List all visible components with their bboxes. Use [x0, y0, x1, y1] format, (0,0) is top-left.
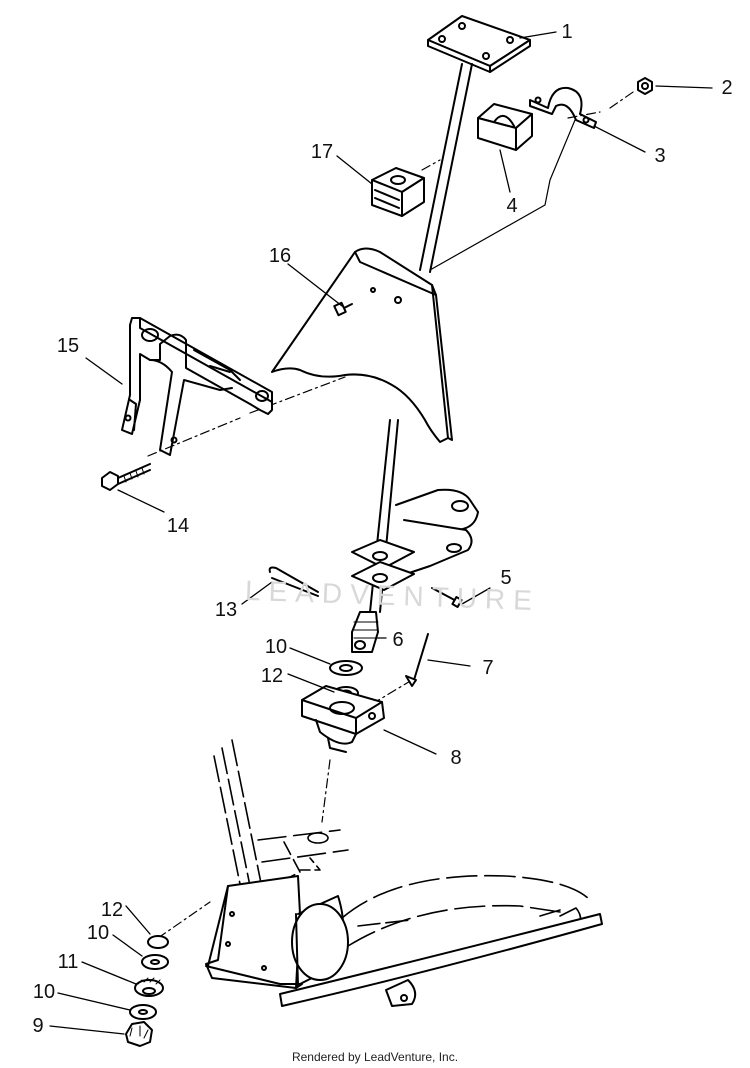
callout-3: 3 [654, 145, 666, 167]
part-7-screw [405, 633, 429, 687]
part-13-cotter-pin [268, 566, 319, 597]
part-8-bearing-flange [301, 685, 385, 753]
callout-10-upper: 10 [264, 636, 288, 658]
part-10-lower-washer-a [141, 954, 169, 970]
callout-12-lower: 12 [100, 899, 124, 921]
part-11-lower-bearing [134, 977, 164, 997]
callout-10-lower-b: 10 [32, 981, 56, 1003]
part-3-clamp [529, 86, 597, 129]
front-axle-beam [279, 913, 603, 1007]
part-14-bolt [101, 463, 151, 491]
part-10-lower-washer-b [129, 1004, 157, 1020]
leader-lines [49, 31, 713, 1035]
part-5-pin [431, 587, 463, 608]
footer-credit: Rendered by LeadVenture, Inc. [291, 1050, 459, 1064]
callout-1: 1 [561, 21, 573, 43]
callout-14: 14 [166, 515, 190, 537]
callout-2: 2 [721, 77, 733, 99]
part-15-bracket [121, 317, 273, 456]
axle-housing [205, 875, 349, 989]
callout-11: 11 [57, 951, 79, 973]
callout-4: 4 [506, 195, 518, 217]
callout-15: 15 [56, 335, 80, 357]
part-12-lower-spacer [147, 935, 169, 949]
callout-9: 9 [32, 1015, 44, 1037]
part-16-screw [333, 301, 353, 317]
callout-16: 16 [268, 245, 292, 267]
part-6-u-joint [351, 611, 379, 653]
callout-8: 8 [450, 747, 462, 769]
callout-6: 6 [392, 629, 404, 651]
shaft-support-bracket [351, 488, 479, 591]
callout-7: 7 [482, 657, 494, 679]
part-1-top-plate [427, 15, 531, 73]
part-9-castle-nut [125, 1021, 153, 1047]
part-2-nut [637, 77, 653, 95]
steering-shaft-upper [419, 63, 473, 273]
alignment-lines [147, 89, 637, 939]
callout-13: 13 [214, 599, 238, 621]
part-4-bearing-half [477, 103, 533, 151]
callout-17: 17 [310, 141, 334, 163]
part-17-bushing-block [371, 167, 425, 217]
callout-12-upper: 12 [260, 665, 284, 687]
callout-5: 5 [500, 567, 512, 589]
part-10-upper-washer [329, 660, 363, 676]
dash-panel [271, 247, 453, 443]
callout-10-lower-a: 10 [86, 922, 110, 944]
